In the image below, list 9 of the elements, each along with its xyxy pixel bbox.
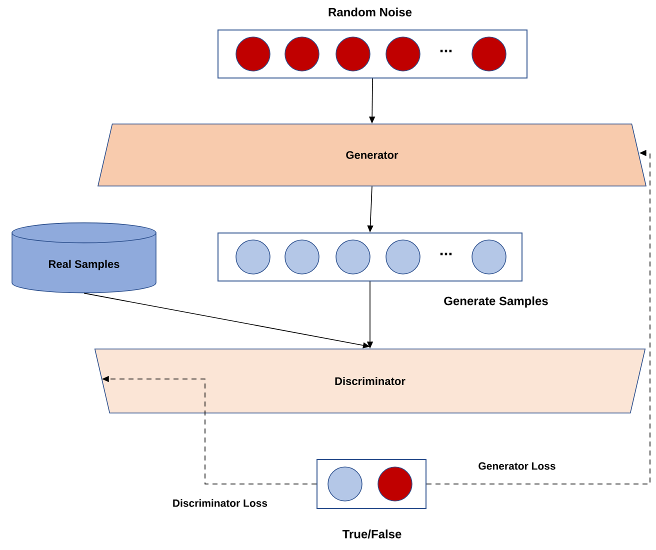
ellipsis: ...: [440, 252, 452, 256]
ellipsis: ...: [440, 50, 452, 52]
discriminator-trapezoid: Discriminator: [94, 348, 646, 414]
database-cylinder: Real Samples: [12, 222, 156, 294]
heading: True/False: [342, 530, 402, 538]
heading: Generate Samples: [444, 296, 548, 308]
edge-label: Discriminator Loss: [171, 498, 269, 508]
edge-label: Generator Loss: [477, 461, 557, 471]
heading: Random Noise: [328, 8, 412, 16]
